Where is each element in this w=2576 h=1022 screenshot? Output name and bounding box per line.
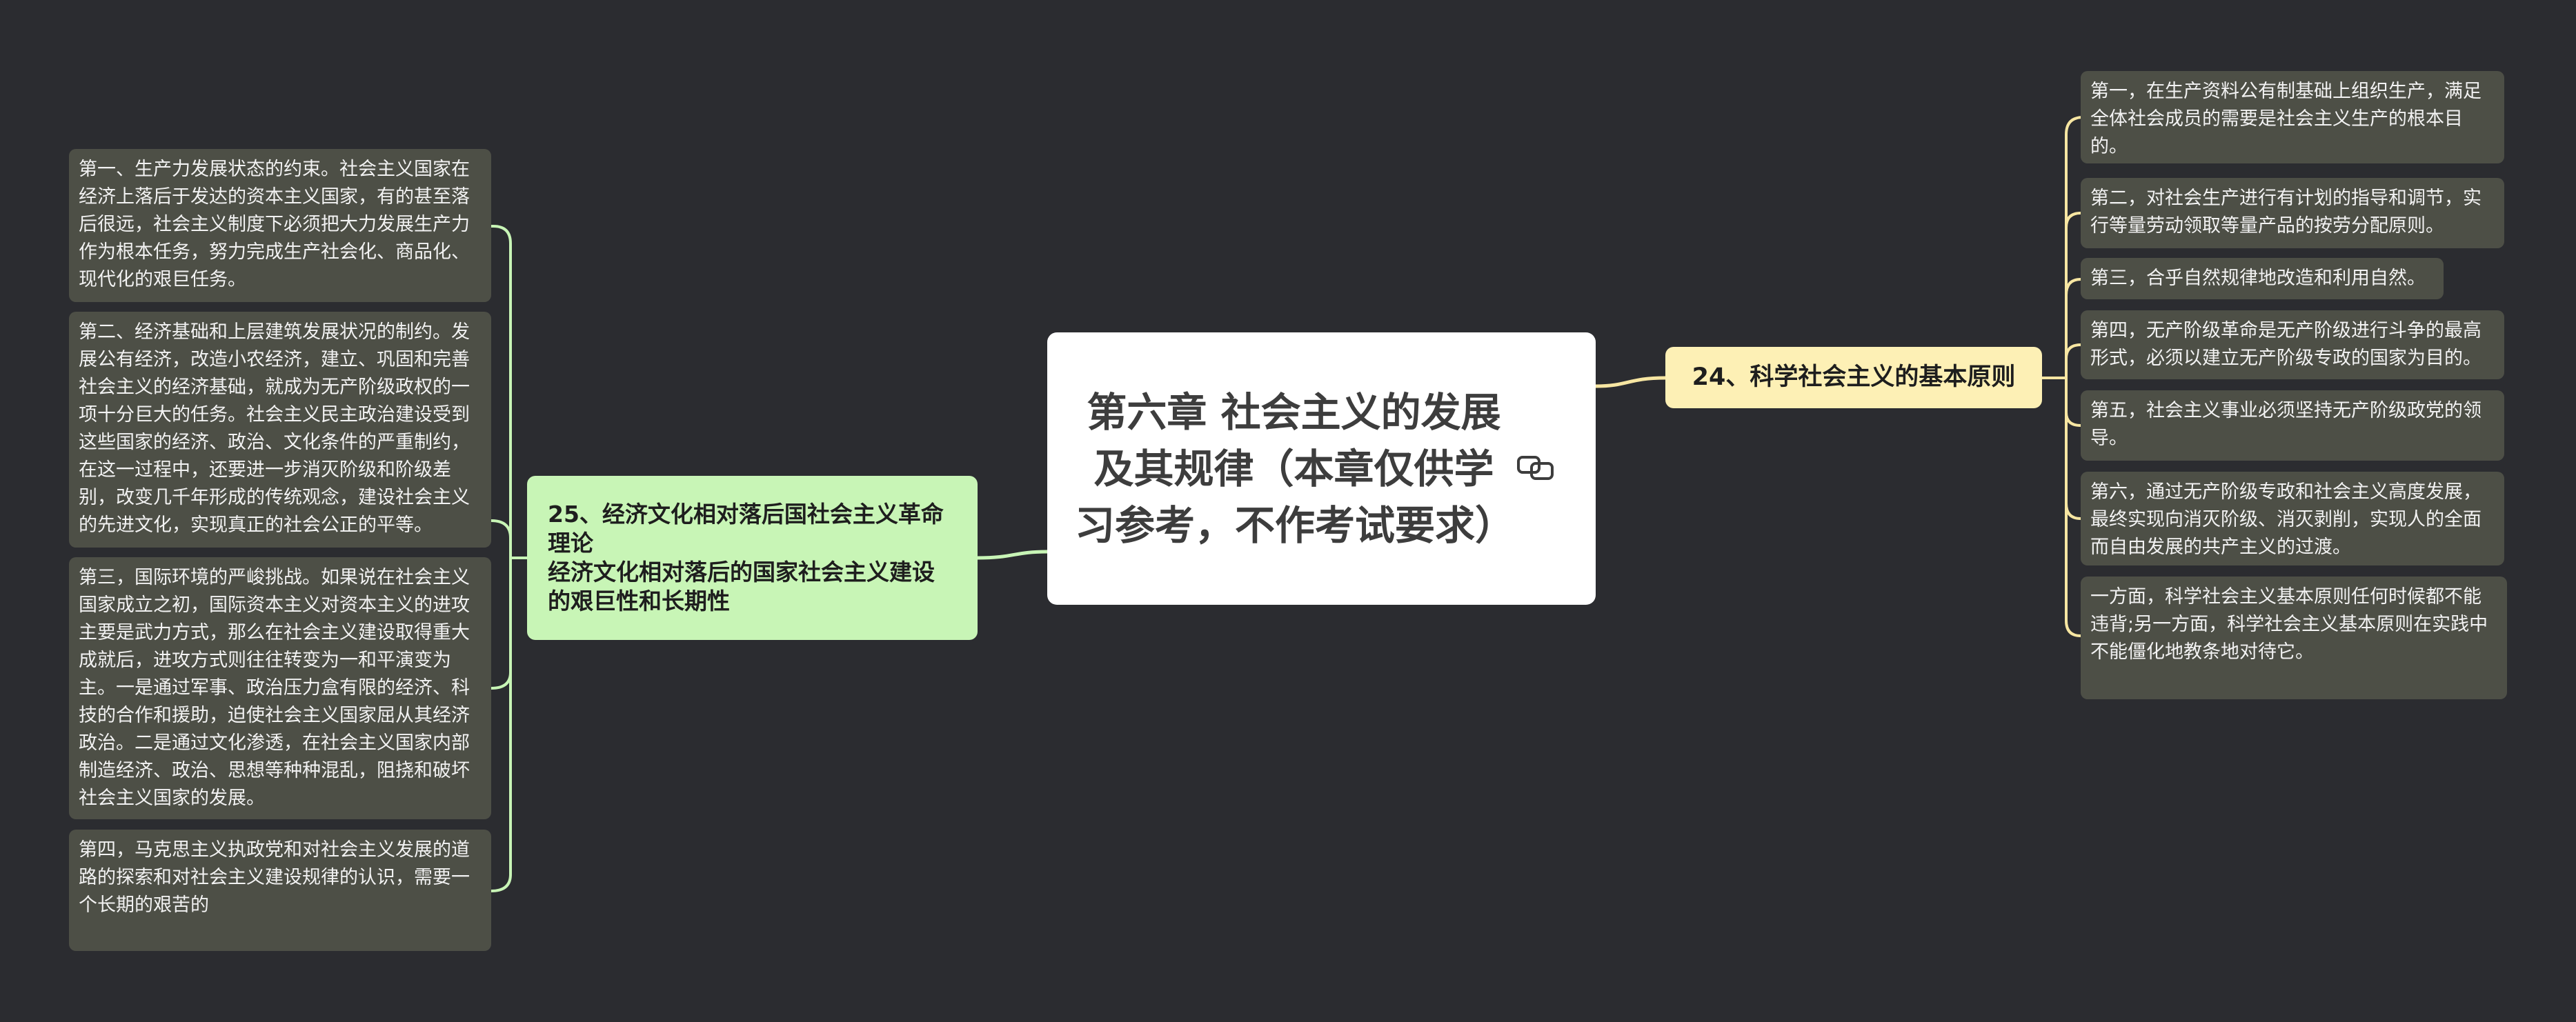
leaf-principle-1[interactable]: 第一，在生产资料公有制基础上组织生产，满足全体社会成员的需要是社会主义生产的根本… xyxy=(2081,71,2504,163)
root-topic[interactable]: 第六章 社会主义的发展及其规律（本章仅供学习参考，不作考试要求） xyxy=(1047,332,1596,605)
leaf-text: 第六，通过无产阶级专政和社会主义高度发展，最终实现向消灭阶级、消灭剥削，实现人的… xyxy=(2090,481,2481,558)
leaf-difficulty-1[interactable]: 第一、生产力发展状态的约束。社会主义国家在经济上落后于发达的资本主义国家，有的甚… xyxy=(69,149,491,302)
leaf-principle-2[interactable]: 第二，对社会生产进行有计划的指导和调节，实行等量劳动领取等量产品的按劳分配原则。 xyxy=(2081,178,2504,248)
leaf-text: 第五，社会主义事业必须坚持无产阶级政党的领导。 xyxy=(2090,400,2481,449)
leaf-text: 第三，国际环境的严峻挑战。如果说在社会主义国家成立之初，国际资本主义对资本主义的… xyxy=(79,567,470,809)
leaf-text: 第二，对社会生产进行有计划的指导和调节，实行等量劳动领取等量产品的按劳分配原则。 xyxy=(2090,188,2481,237)
leaf-text: 第一，在生产资料公有制基础上组织生产，满足全体社会成员的需要是社会主义生产的根本… xyxy=(2090,81,2481,157)
connector-24-child-7 xyxy=(2065,378,2081,637)
leaf-principle-3[interactable]: 第三，合乎自然规律地改造和利用自然。 xyxy=(2081,258,2444,299)
leaf-text: 第四，马克思主义执政党和对社会主义发展的道路的探索和对社会主义建设规律的认识，需… xyxy=(79,839,470,916)
leaf-text: 一方面，科学社会主义基本原则任何时候都不能违背;另一方面，科学社会主义基本原则在… xyxy=(2090,586,2488,663)
connector-24-child-4 xyxy=(2065,343,2081,378)
leaf-principle-4[interactable]: 第四，无产阶级革命是无产阶级进行斗争的最高形式，必须以建立无产阶级专政的国家为目… xyxy=(2081,310,2504,379)
connector-24-child-2 xyxy=(2065,212,2081,378)
leaf-difficulty-3[interactable]: 第三，国际环境的严峻挑战。如果说在社会主义国家成立之初，国际资本主义对资本主义的… xyxy=(69,557,491,819)
leaf-text: 第四，无产阶级革命是无产阶级进行斗争的最高形式，必须以建立无产阶级专政的国家为目… xyxy=(2090,320,2481,369)
connector-24-child-3 xyxy=(2065,278,2081,378)
leaf-difficulty-2[interactable]: 第二、经济基础和上层建筑发展状况的制约。发展公有经济，改造小农经济，建立、巩固和… xyxy=(69,312,491,548)
connector-25-child-3 xyxy=(491,558,512,690)
leaf-principle-7[interactable]: 一方面，科学社会主义基本原则任何时候都不能违背;另一方面，科学社会主义基本原则在… xyxy=(2081,577,2507,699)
leaf-difficulty-4[interactable]: 第四，马克思主义执政党和对社会主义发展的道路的探索和对社会主义建设规律的认识，需… xyxy=(69,830,491,951)
branch-25-label-line1: 25、经济文化相对落后国社会主义革命理论 xyxy=(548,501,944,557)
root-title: 第六章 社会主义的发展及其规律（本章仅供学习参考，不作考试要求） xyxy=(1075,388,1516,549)
leaf-text: 第一、生产力发展状态的约束。社会主义国家在经济上落后于发达的资本主义国家，有的甚… xyxy=(79,159,470,290)
branch-25-revolution-theory[interactable]: 25、经济文化相对落后国社会主义革命理论 经济文化相对落后的国家社会主义建设的艰… xyxy=(527,476,978,640)
leaf-principle-5[interactable]: 第五，社会主义事业必须坚持无产阶级政党的领导。 xyxy=(2081,390,2504,461)
leaf-principle-6[interactable]: 第六，通过无产阶级专政和社会主义高度发展，最终实现向消灭阶级、消灭剥削，实现人的… xyxy=(2081,472,2504,565)
leaf-text: 第二、经济基础和上层建筑发展状况的制约。发展公有经济，改造小农经济，建立、巩固和… xyxy=(79,321,470,536)
branch-24-label: 24、科学社会主义的基本原则 xyxy=(1692,363,2016,391)
connector-25-child-4 xyxy=(491,558,512,892)
connector-25-child-1 xyxy=(491,225,512,558)
link-icon[interactable] xyxy=(1516,454,1555,481)
connector-root-25 xyxy=(977,550,1048,560)
connector-root-24 xyxy=(1595,376,1666,388)
connector-24-child-5 xyxy=(2065,378,2081,427)
connector-25-child-2 xyxy=(491,519,512,558)
leaf-text: 第三，合乎自然规律地改造和利用自然。 xyxy=(2090,268,2426,289)
branch-25-label-line2: 经济文化相对落后的国家社会主义建设的艰巨性和长期性 xyxy=(548,559,935,614)
connector-24-child-6 xyxy=(2065,378,2081,520)
branch-24-principles[interactable]: 24、科学社会主义的基本原则 xyxy=(1665,347,2042,408)
